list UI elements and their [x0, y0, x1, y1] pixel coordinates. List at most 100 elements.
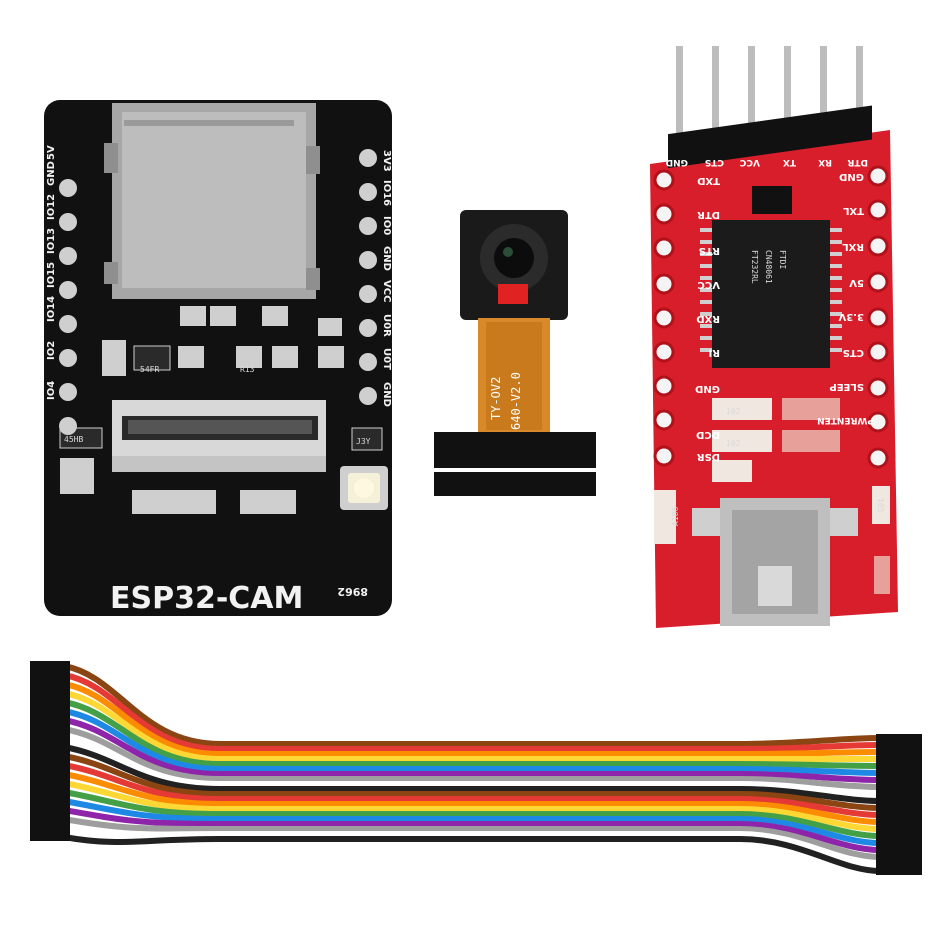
ftdi-right-label-1: TXL — [842, 205, 864, 216]
ftdi-mark-3: 105 — [876, 498, 885, 513]
jumper-connector-left — [30, 823, 70, 832]
jumper-wire — [63, 753, 881, 811]
ftdi-mark-0: 102 — [726, 407, 741, 416]
esp-left-label-0: IO4 — [46, 381, 57, 400]
jumper-connector-left — [30, 769, 70, 778]
esp32-code-label: 8962 — [337, 585, 368, 598]
jumper-connector-left — [30, 805, 70, 814]
jumper-connector-left — [30, 670, 70, 679]
ftdi-right-label-7: PWRENTEN — [817, 415, 874, 425]
jumper-connector-left — [30, 706, 70, 715]
esp-right-label-6: U0T — [381, 348, 392, 370]
ftdi-head-label-1: RX — [818, 157, 832, 167]
ftdi-left-label-7: DCD — [696, 429, 720, 440]
ftdi-right-label-4: 3.3V — [838, 311, 864, 322]
dupont-jumper-wires — [30, 661, 922, 875]
esp-right-label-5: U0R — [381, 314, 392, 337]
esp32-left-pin-row — [59, 179, 77, 435]
jumper-connector-left — [30, 679, 70, 688]
jumper-wire — [63, 672, 881, 752]
esp-left-label-2: IO14 — [46, 296, 57, 322]
esp32-cam-board: IO4 IO2 IO14 IO15 IO13 IO12 GND 5V 3V3 I… — [44, 100, 392, 616]
jumper-connector-left — [30, 751, 70, 760]
jumper-wire — [63, 708, 881, 776]
jumper — [752, 186, 792, 214]
jumper-wire — [63, 726, 881, 790]
ftdi-right-labels: GND TXL RXL 5V 3.3V CTS SLEEP PWRENTEN — [817, 171, 874, 425]
sd-card-slot — [104, 103, 320, 299]
flash-led — [340, 466, 388, 510]
ftdi-head-label-2: TX — [783, 157, 796, 167]
jumper-connector-left — [30, 787, 70, 796]
ftdi-right-label-6: SLEEP — [829, 381, 864, 392]
jumper-connector-right — [876, 825, 922, 833]
jumper-wire — [63, 807, 881, 853]
jumper-connector-right — [876, 762, 922, 770]
ftdi-left-labels: TXD DTR RTS VCC RXD RI GND DCD DSR — [695, 175, 720, 462]
jumper-connector-left — [30, 715, 70, 724]
jumper-connector-right — [876, 755, 922, 763]
esp-left-label-1: IO2 — [46, 341, 57, 360]
jumper-connector-left — [30, 832, 70, 841]
ftdi-right-label-3: 5V — [849, 277, 864, 288]
jumper-connector-right — [876, 846, 922, 854]
esp-left-label-4: IO13 — [46, 228, 57, 254]
jumper-connector-right — [876, 867, 922, 875]
jumper-connector-right — [876, 748, 922, 756]
chip-line-1: FTDI — [778, 250, 787, 269]
esp-right-label-7: GND — [381, 382, 392, 407]
ov2640-camera-module: TY-OV2 640-V2.0 — [434, 210, 596, 496]
esp-right-label-2: IO0 — [381, 216, 392, 235]
jumper-connector-right — [876, 783, 922, 791]
ftdi-left-label-1: DTR — [697, 209, 720, 220]
jumper-wire — [63, 717, 881, 783]
ftdi-mark-2: A106 — [671, 507, 680, 526]
jumper-connector-left — [30, 796, 70, 805]
ftdi-head-label-3: VCC — [739, 157, 760, 167]
jumper-connector-left — [30, 760, 70, 769]
jumper-wire — [63, 825, 881, 867]
ribbon-text-2: 640-V2.0 — [509, 372, 523, 430]
esp-right-label-0: 3V3 — [381, 150, 392, 172]
jumper-connector-right — [876, 769, 922, 777]
chip-line-2: CN48061 — [764, 250, 773, 284]
jumper-connector-right — [876, 776, 922, 784]
jumper-connector-right — [876, 811, 922, 819]
esp-left-label-6: GND — [46, 161, 57, 186]
ftdi-header-labels: DTR RX TX VCC CTS GND — [666, 157, 868, 167]
esp-mark-3: 45HB — [64, 435, 83, 444]
esp32-cam-label: ESP32-CAM — [110, 581, 303, 616]
camera-stiffener — [434, 432, 596, 496]
jumper-connector-right — [876, 797, 922, 805]
ftdi-right-label-5: CTS — [843, 347, 864, 358]
jumper-connector-right — [876, 734, 922, 742]
jumper-connector-right — [876, 790, 922, 798]
jumper-connector-left — [30, 724, 70, 733]
esp32-right-pin-row — [359, 149, 377, 405]
jumper-connector-left — [30, 733, 70, 742]
jumper-connector-left — [30, 697, 70, 706]
esp-right-label-3: GND — [381, 246, 392, 271]
jumper-wire — [63, 771, 881, 825]
jumper-wire — [63, 762, 881, 818]
jumper-wire — [63, 735, 881, 797]
lens-red-tab — [498, 284, 528, 304]
smd-components — [59, 306, 383, 514]
esp-left-label-7: 5V — [46, 145, 57, 160]
esp-mark-0: 54FR — [140, 365, 159, 374]
jumper-wire — [63, 798, 881, 846]
jumper-connector-right — [876, 853, 922, 861]
esp-mark-1: R13 — [240, 365, 255, 374]
jumper-connector-left — [30, 661, 70, 670]
jumper-connector-right — [876, 741, 922, 749]
ftdi-head-label-0: DTR — [847, 157, 868, 167]
ftdi-left-pads — [653, 169, 675, 467]
esp-right-label-1: IO16 — [381, 180, 392, 206]
jumper-connector-right — [876, 860, 922, 868]
ftdi-right-pads — [867, 165, 889, 469]
jumper-wire — [63, 690, 880, 763]
ftdi-left-label-6: GND — [695, 383, 720, 394]
jumper-connector-right — [876, 818, 922, 826]
mini-usb-port — [692, 498, 858, 626]
